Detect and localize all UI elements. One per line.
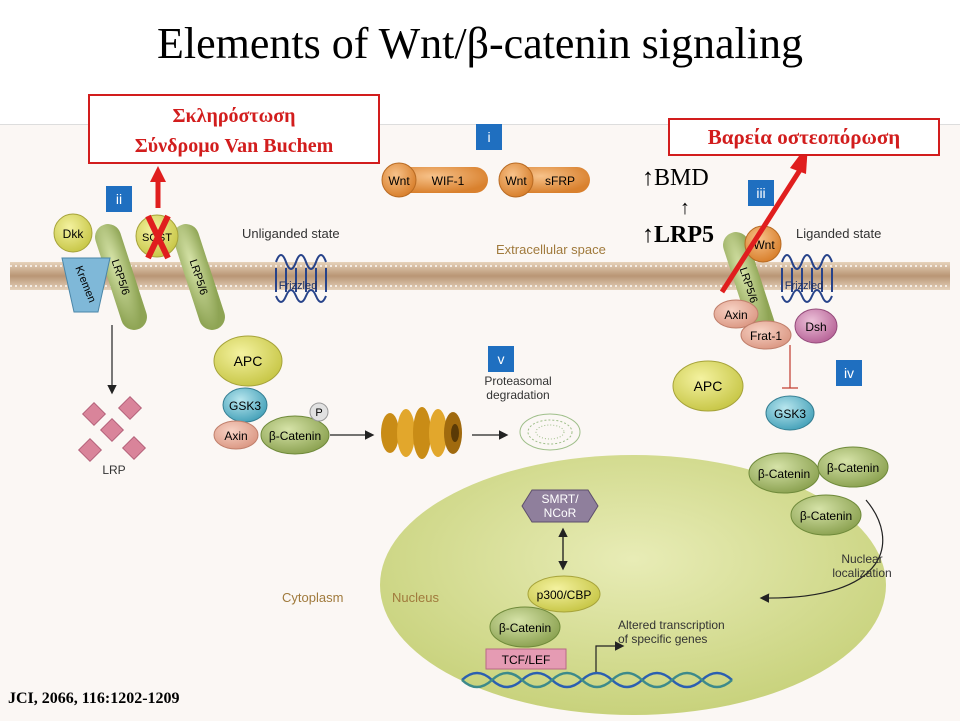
wnt-label: Wnt	[388, 174, 410, 188]
frizzled-receptor	[781, 254, 833, 303]
lrp5-increase: ↑LRP5	[642, 222, 714, 248]
frat1	[740, 320, 792, 350]
p300-label: p300/CBP	[537, 588, 592, 602]
smrt-label: SMRT/	[541, 492, 579, 506]
frizzled-label: Frizzled	[785, 280, 824, 292]
badge-iv: iv	[836, 360, 862, 386]
lrp56-receptor	[723, 232, 775, 338]
gsk3-label: GSK3	[229, 399, 261, 413]
proteasomal-degradation-label: Proteasomal degradation	[466, 374, 570, 402]
extracellular-space-label: Extracellular space	[496, 242, 606, 257]
degradation-fragments	[519, 413, 581, 451]
axin-label: Axin	[724, 308, 747, 322]
nuclear-text: Nuclear	[841, 552, 883, 566]
gsk3	[765, 395, 815, 431]
specific-genes-text: of specific genes	[618, 632, 708, 646]
beta-catenin-label: β-Catenin	[827, 461, 879, 475]
dna-helix	[461, 671, 733, 689]
wif1-label: WIF-1	[432, 174, 465, 188]
wif1	[396, 167, 488, 193]
localization-text: localization	[832, 566, 892, 580]
beta-catenin-label: β-Catenin	[758, 467, 810, 481]
smrt-ncor	[521, 489, 599, 523]
gsk3-label: GSK3	[774, 407, 806, 421]
sost-cross-mark	[145, 214, 171, 260]
sfrp-label: sFRP	[545, 174, 575, 188]
wnt-label: Wnt	[505, 174, 527, 188]
beta-catenin	[790, 494, 862, 536]
beta-catenin	[817, 446, 889, 488]
beta-catenin-label: β-Catenin	[269, 429, 321, 443]
lrp56-receptor	[173, 224, 225, 330]
sclerosteosis-text: Σκληρόστωση	[172, 105, 296, 127]
badge-iii: iii	[748, 180, 774, 206]
nucleus	[380, 455, 886, 715]
lrp-label: LRP	[102, 463, 125, 477]
wnt-ligand	[498, 162, 534, 198]
nucleus-label: Nucleus	[392, 590, 439, 605]
frizzled-receptor	[275, 254, 327, 303]
unliganded-state-label: Unliganded state	[242, 226, 340, 241]
beta-catenin	[489, 606, 561, 648]
dsh-label: Dsh	[805, 320, 826, 334]
ncor-label: NCoR	[544, 506, 577, 520]
wnt-label: Wnt	[753, 238, 775, 252]
dkk	[53, 213, 93, 253]
degradation-text: degradation	[486, 388, 550, 402]
dkk-label: Dkk	[63, 227, 85, 241]
beta-catenin-label: β-Catenin	[499, 621, 551, 635]
axin-label: Axin	[224, 429, 247, 443]
sclerosteosis-callout: Σκληρόστωση Σύνδρομο Van Buchem	[88, 94, 380, 164]
reference-citation: JCI, 2066, 116:1202-1209	[8, 690, 180, 707]
dsh	[794, 308, 838, 344]
nuclear-localization-label: Nuclear localization	[822, 552, 902, 580]
liganded-state-label: Liganded state	[796, 226, 882, 241]
kremen	[61, 257, 111, 313]
p300-cbp	[527, 575, 601, 613]
frizzled-label: Frizzled	[279, 280, 318, 292]
bmd-increase: ↑BMD	[642, 165, 709, 191]
beta-catenin	[260, 415, 330, 455]
phosphate	[309, 402, 329, 422]
apc-label: APC	[694, 378, 723, 394]
altered-transcription-label: Altered transcription of specific genes	[618, 618, 725, 646]
badge-v: v	[488, 346, 514, 372]
proteasomal-text: Proteasomal	[484, 374, 552, 388]
beta-catenin-label: β-Catenin	[800, 509, 852, 523]
tcf-lef	[485, 648, 567, 670]
van-buchem-text: Σύνδρομο Van Buchem	[134, 135, 334, 157]
proteasome	[381, 407, 462, 459]
slide-title: Elements of Wnt/β-catenin signaling	[157, 19, 803, 68]
osteoporosis-callout: Βαρεία οστεοπόρωση	[668, 118, 940, 156]
axin	[213, 420, 259, 450]
lrp-fragments	[77, 395, 147, 463]
frat1-label: Frat-1	[750, 329, 782, 343]
apc	[672, 360, 744, 412]
badge-i: i	[476, 124, 502, 150]
badge-ii: ii	[106, 186, 132, 212]
transcription-arrow	[595, 641, 625, 672]
tcf-lef-label: TCF/LEF	[502, 653, 551, 667]
apc-label: APC	[234, 353, 263, 369]
small-up-arrow: ↑	[680, 197, 690, 219]
lrp56-receptor	[95, 224, 147, 330]
red-diagonal-arrow	[719, 168, 803, 294]
axin	[713, 299, 759, 329]
phosphate-label: P	[315, 407, 322, 419]
cytoplasm-label: Cytoplasm	[282, 590, 344, 605]
wnt-ligand	[381, 162, 417, 198]
altered-text: Altered transcription	[618, 618, 725, 632]
apc	[213, 335, 283, 387]
nuclear-localization-arrow	[759, 499, 884, 603]
